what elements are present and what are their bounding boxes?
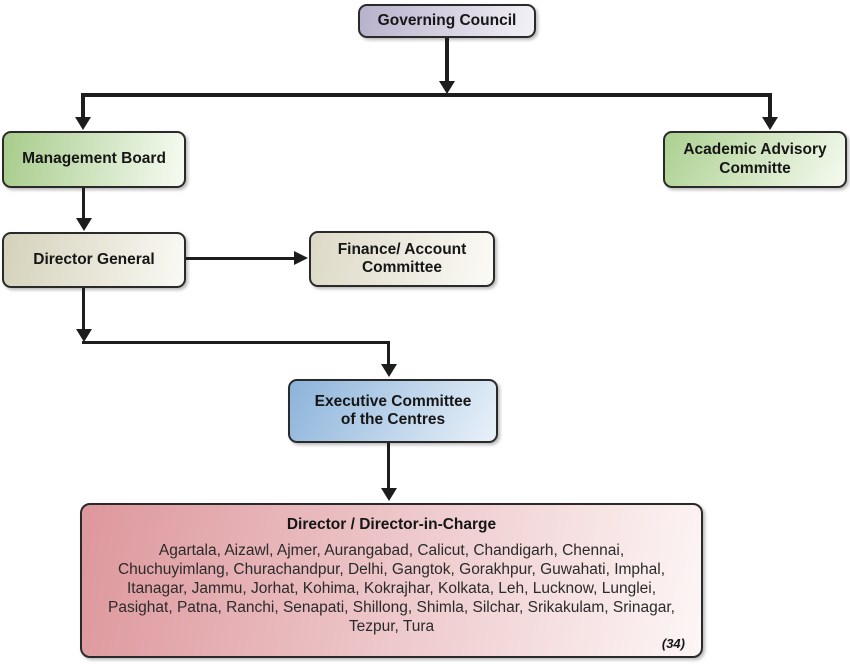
connector-board-to-dg <box>82 188 85 219</box>
director-general-label: Director General <box>33 250 155 268</box>
management-board-label: Management Board <box>22 150 166 168</box>
connector-drop-executive <box>387 341 390 365</box>
arrowhead-dg-elbow-icon <box>76 329 92 342</box>
centre-city-list: Agartala, Aizawl, Ajmer, Aurangabad, Cal… <box>108 542 675 635</box>
connector-dg-to-finance <box>186 257 295 260</box>
connector-drop-board <box>81 93 85 118</box>
connector-drop-advisory <box>768 93 772 118</box>
node-executive-committee: Executive Committee of the Centres <box>288 379 498 443</box>
arrowhead-executive-icon <box>381 364 397 377</box>
finance-account-label: Finance/ Account Committee <box>337 240 467 276</box>
node-governing-council: Governing Council <box>358 4 536 38</box>
connector-executive-to-directors <box>387 443 390 488</box>
arrowhead-directors-icon <box>381 488 397 501</box>
centre-count-badge: (34) <box>661 636 685 651</box>
connector-dg-elbow-across <box>82 341 390 344</box>
academic-advisory-label: Academic Advisory Committe <box>683 141 827 177</box>
arrowhead-dg-icon <box>76 218 92 231</box>
node-director-general: Director General <box>2 232 186 288</box>
arrowhead-advisory-icon <box>762 117 778 130</box>
node-management-board: Management Board <box>2 131 186 188</box>
connector-dg-elbow-stem <box>82 288 85 330</box>
governing-council-label: Governing Council <box>377 11 517 29</box>
connector-governing-spread <box>81 93 772 97</box>
arrowhead-governing-down-icon <box>439 81 455 94</box>
node-director-in-charge: Director / Director-in-Charge Agartala, … <box>80 503 703 658</box>
executive-committee-label: Executive Committee of the Centres <box>314 392 472 428</box>
arrowhead-board-icon <box>75 117 91 130</box>
connector-governing-stem <box>445 38 449 84</box>
node-academic-advisory-committe: Academic Advisory Committe <box>663 131 847 188</box>
arrowhead-finance-icon <box>294 251 308 265</box>
node-finance-account-committee: Finance/ Account Committee <box>309 231 495 287</box>
director-in-charge-title: Director / Director-in-Charge <box>286 516 497 533</box>
